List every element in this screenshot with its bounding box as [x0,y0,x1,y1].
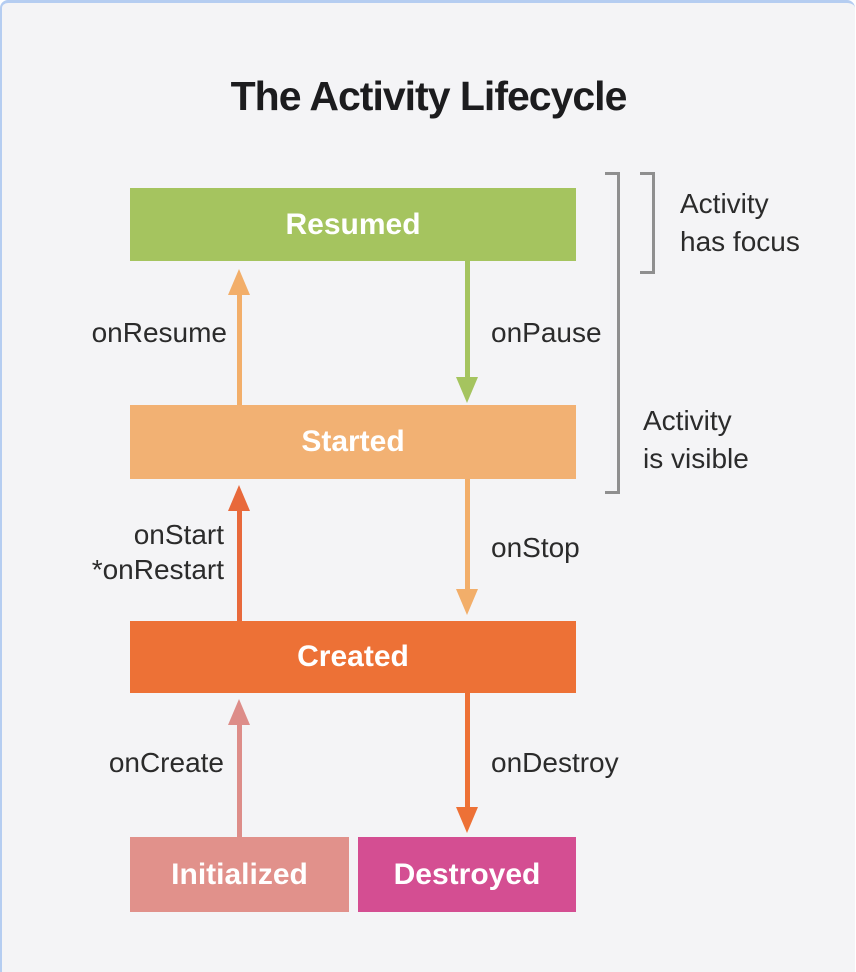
state-label-destroyed: Destroyed [393,857,541,891]
has-focus-line1: Activity [680,188,769,219]
onstart-label-line1: onStart [133,519,224,550]
onpause-label: onPause [491,317,602,348]
onstart-arrowline [236,509,242,621]
activity-has-focus-label: Activity has focus [680,185,800,261]
onstart-label-line2: *onRestart [91,554,224,585]
ondestroy-label: onDestroy [491,747,619,778]
diagram-title: The Activity Lifecycle [230,73,628,119]
onstart-up-arrow-icon [228,485,250,621]
oncreate-arrowline [236,723,242,837]
onresume-label: onResume [91,317,227,348]
is-visible-line2: is visible [643,443,749,474]
onresume-arrowhead-icon [228,269,250,295]
activity-is-visible-label: Activity is visible [643,402,749,478]
onstop-arrowline [464,479,470,591]
onstart-label: onStart *onRestart [92,517,224,587]
is-visible-line1: Activity [643,405,732,436]
visible-bracket-icon [605,172,620,494]
onstop-arrowhead-icon [456,589,478,615]
state-box-created: Created [130,621,576,693]
state-box-started: Started [130,405,576,479]
onpause-arrowhead-icon [456,377,478,403]
oncreate-label: onCreate [108,747,224,778]
ondestroy-arrowhead-icon [456,807,478,833]
state-label-created: Created [297,640,409,673]
state-label-started: Started [301,425,405,458]
ondestroy-down-arrow-icon [456,693,478,833]
oncreate-up-arrow-icon [228,699,250,837]
onpause-down-arrow-icon [456,261,478,403]
onpause-arrowline [464,261,470,379]
state-label-resumed: Resumed [285,207,421,241]
oncreate-arrowhead-icon [228,699,250,725]
onstop-label: onStop [491,532,580,563]
has-focus-line2: has focus [680,226,800,257]
state-label-initialized: Initialized [171,857,308,891]
onstart-arrowhead-icon [228,485,250,511]
ondestroy-arrowline [464,693,470,809]
state-box-resumed: Resumed [130,188,576,261]
state-box-initialized: Initialized [130,837,349,912]
onstop-down-arrow-icon [456,479,478,615]
onresume-arrowline [236,293,242,405]
onresume-up-arrow-icon [228,269,250,405]
focus-bracket-icon [640,172,655,274]
state-box-destroyed: Destroyed [358,837,576,912]
